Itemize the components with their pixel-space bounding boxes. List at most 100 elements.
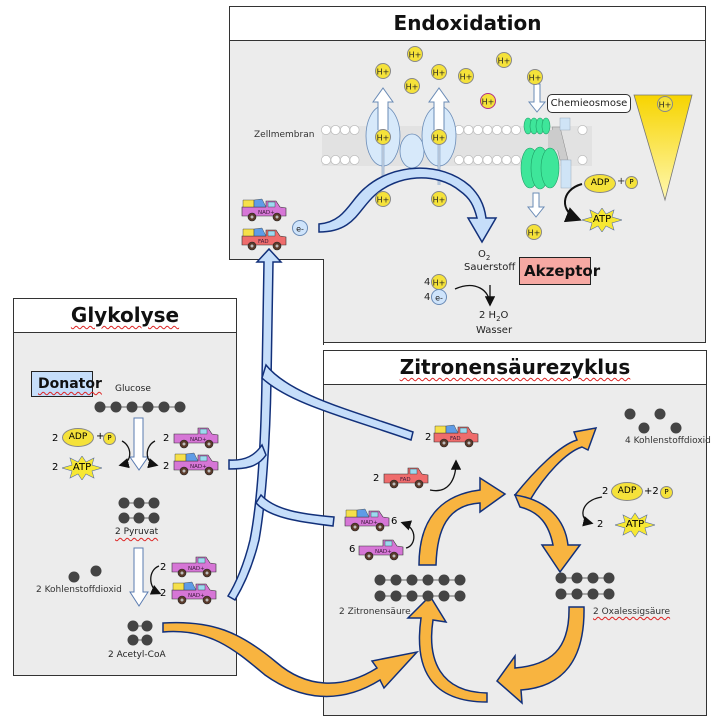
carbon-atom [126, 401, 138, 413]
blue-branch-arrows [226, 247, 414, 602]
electron-flow-arrow [318, 167, 498, 244]
electron-icon: e- [431, 289, 447, 305]
carbon-atom [454, 574, 466, 586]
carbon-atom [571, 572, 583, 584]
zitronensaeure-molecule [374, 590, 466, 602]
carbon-atom [174, 401, 186, 413]
proton-pump-arrow [428, 87, 450, 130]
svg-text:H+: H+ [433, 133, 446, 142]
adp-badge: ADP [611, 482, 643, 501]
nad-carrier: NAD+ [358, 539, 404, 561]
adp-count: 2 [602, 486, 609, 497]
carbon-atom [587, 588, 599, 600]
carbon-atom [587, 572, 599, 584]
svg-text:H+: H+ [377, 133, 390, 142]
proton-icon: H+ [431, 191, 447, 207]
svg-text:NAD+: NAD+ [258, 210, 275, 216]
carbon-atom [142, 401, 154, 413]
akzeptor-label: Akzeptor [519, 257, 600, 285]
carbon-atom [133, 497, 145, 509]
phosphate-badge: P [660, 486, 673, 499]
proton-icon: H+ [375, 63, 391, 79]
nadh-carrier: NAD+ [344, 508, 390, 532]
proton-icon: H+ [458, 68, 474, 84]
pyruvat-molecule [118, 497, 160, 509]
svg-text:H+: H+ [433, 278, 446, 287]
proton-icon: H+ [431, 64, 447, 80]
svg-text:H+: H+ [433, 68, 446, 77]
nadh-out-count: 2 [163, 461, 170, 472]
carbon-atom [148, 497, 160, 509]
svg-text:H+: H+ [406, 82, 419, 91]
protons: H+H+H+H+H+H+H+H+H+H+H+H+H+H+H+e-e- [292, 46, 673, 305]
svg-text:H+: H+ [659, 100, 672, 109]
proton-in-arrow [527, 83, 547, 113]
nad-count: 6 [349, 544, 356, 555]
electron-count: 4 [424, 292, 431, 303]
svg-text:NAD+: NAD+ [188, 593, 205, 599]
carbon-atom [94, 401, 106, 413]
phosphate-plus: + [96, 431, 105, 442]
carbon-atom [118, 512, 130, 524]
phosphate-badge: P [103, 432, 116, 445]
phosphate-badge: P [625, 176, 638, 189]
water-formula: 2 H2O [479, 310, 509, 323]
carbon-atom [127, 634, 139, 646]
svg-text:NAD+: NAD+ [375, 549, 392, 555]
co2-atom [90, 565, 102, 577]
starburst-icon [62, 456, 102, 480]
co2-atom [68, 571, 80, 583]
carbon-atom [603, 588, 615, 600]
proton-count: 4 [424, 277, 431, 288]
svg-text:H+: H+ [409, 50, 422, 59]
carbon-atom [555, 588, 567, 600]
carbon-atom [374, 574, 386, 586]
oxalessigsaeure-molecule [555, 588, 615, 600]
svg-text:FAD: FAD [400, 477, 411, 483]
svg-text:e-: e- [296, 224, 304, 233]
svg-text:NAD+: NAD+ [190, 464, 207, 470]
glucose-label: Glucose [115, 384, 151, 394]
carbon-atom [390, 590, 402, 602]
carbon-atom [390, 574, 402, 586]
nadh-count: 6 [391, 516, 398, 527]
proton-pump-arrow [372, 87, 394, 130]
acetyl-coa-molecule [127, 620, 153, 632]
chemiosmose-label: Chemieosmose [547, 94, 631, 113]
proton-out-arrow [526, 192, 546, 218]
proton-icon: H+ [480, 93, 496, 109]
carbon-atom [133, 512, 145, 524]
svg-text:H+: H+ [460, 72, 473, 81]
fad-count: 2 [373, 473, 380, 484]
phosphate-plus: + [617, 176, 626, 187]
co2-atom [638, 422, 650, 434]
carbon-atom [110, 401, 122, 413]
co2-label: 4 Kohlenstoffdioxid [625, 436, 711, 446]
fadh2-carrier: FAD [433, 424, 479, 448]
proton-icon: H+ [404, 78, 420, 94]
svg-text:H+: H+ [377, 67, 390, 76]
starburst-icon [582, 208, 622, 232]
co2-label: 2 Kohlenstoffdioxid [36, 585, 122, 595]
water-name: Wasser [476, 325, 513, 336]
svg-text:H+: H+ [528, 228, 541, 237]
nadh-carrier: NAD+ [171, 581, 217, 605]
pyruvat-molecule [118, 512, 160, 524]
glykolyse-title: Glykolyse [14, 299, 236, 333]
acetyl-coa-molecule [127, 634, 153, 646]
oxalessigsaeure-molecule [555, 572, 615, 584]
svg-text:FAD: FAD [450, 436, 461, 442]
atp-count: 2 [597, 519, 604, 530]
nad-carrier: NAD+ [173, 427, 219, 449]
svg-text:e-: e- [435, 293, 443, 302]
zitronensaeure-molecule [374, 574, 466, 586]
fadh-count: 2 [425, 432, 432, 443]
svg-text:H+: H+ [377, 195, 390, 204]
proton-icon: H+ [657, 96, 673, 112]
adp-badge: ADP [584, 174, 616, 193]
zitronensaeure-label: 2 Zitronensäure [339, 607, 411, 617]
carbon-atom [141, 620, 153, 632]
proton-icon: H+ [527, 69, 543, 85]
atp-synthase [520, 83, 572, 218]
